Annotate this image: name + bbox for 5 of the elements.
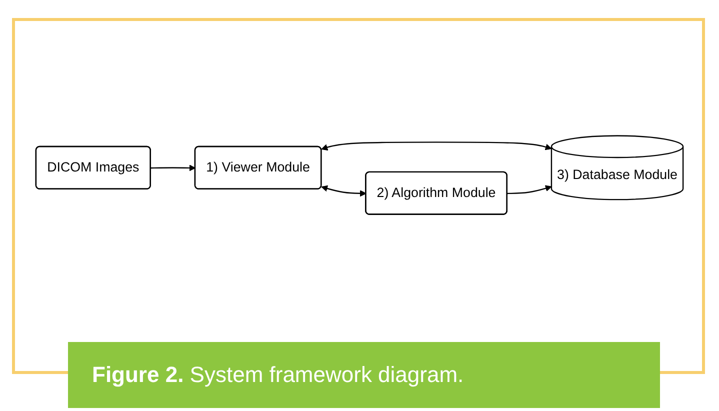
arrow bbox=[321, 142, 552, 151]
arrow bbox=[150, 164, 196, 172]
caption: Figure 2. System framework diagram. bbox=[68, 342, 660, 408]
arrow bbox=[321, 185, 366, 197]
arrow bbox=[507, 185, 552, 194]
